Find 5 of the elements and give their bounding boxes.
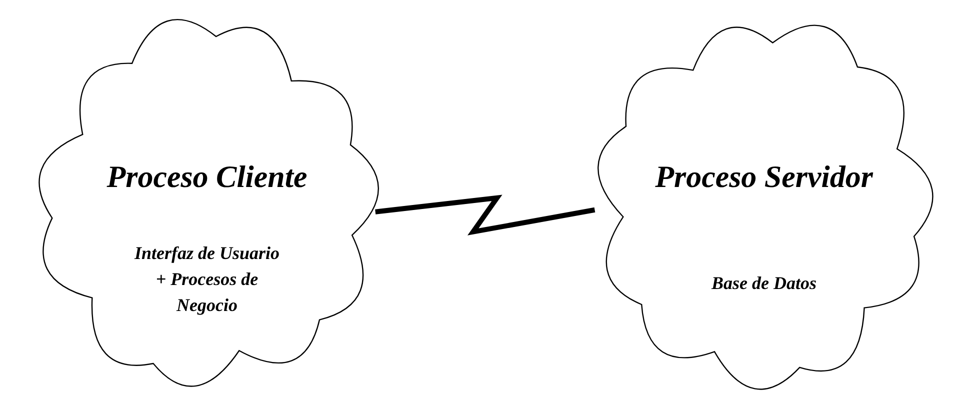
cloud-title: Proceso Cliente <box>106 158 308 196</box>
cloud-text: Base de Datos <box>710 272 818 295</box>
lightning-connector <box>375 194 596 236</box>
cloud-title: Proceso Servidor <box>654 158 874 196</box>
cloud-text: Interfaz de Usuario + Procesos de Negocio <box>133 242 281 317</box>
